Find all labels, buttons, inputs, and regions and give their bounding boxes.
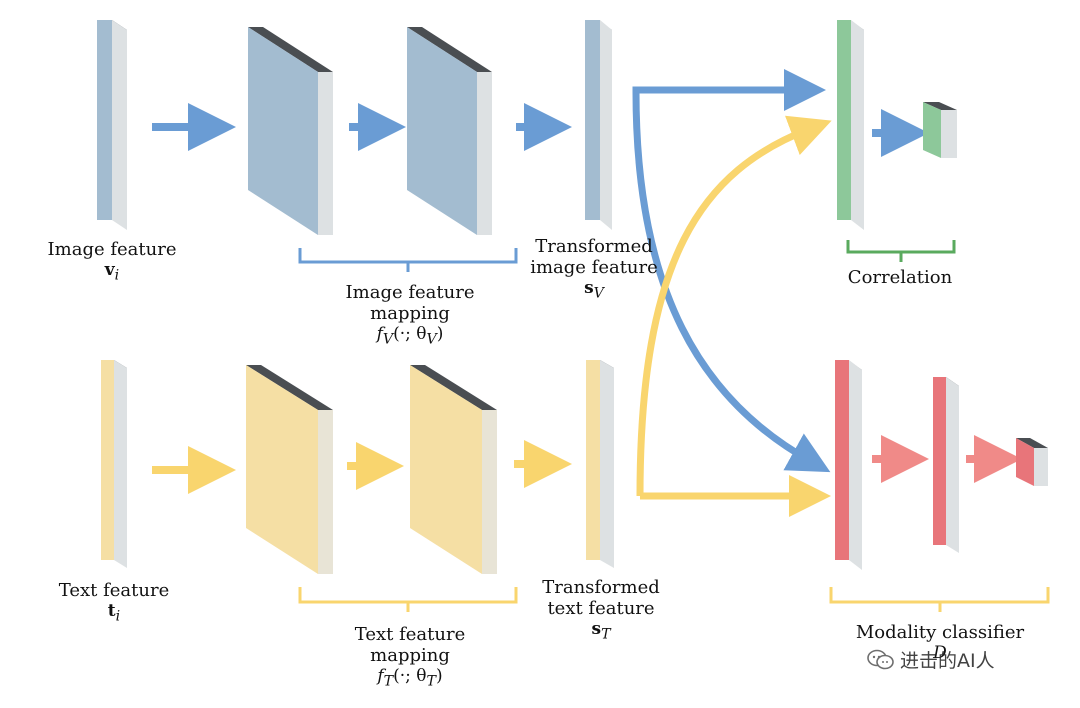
text-feature-text: Text feature bbox=[58, 580, 170, 601]
text-mapping-layer-1 bbox=[246, 365, 333, 574]
watermark-text: 进击的AI人 bbox=[900, 650, 995, 672]
text-feature-label: Text feature ti bbox=[34, 580, 194, 627]
text-mapping-function: fT(·; θT) bbox=[377, 666, 443, 690]
image-mapping-function: fV(·; θV) bbox=[376, 324, 444, 348]
image-mapping-layer-2 bbox=[407, 27, 492, 235]
modality-classifier-text: Modality classifier bbox=[855, 622, 1025, 643]
image-mapping-line2: mapping bbox=[370, 303, 450, 324]
image-feature-label: Image feature vi bbox=[32, 239, 192, 286]
image-mapping-label: Image feature mapping fV(·; θV) bbox=[330, 282, 490, 350]
transformed-image-label: Transformed image feature sV bbox=[522, 236, 666, 304]
chat-bubbles-icon bbox=[867, 649, 894, 669]
image-mapping-brace bbox=[298, 248, 518, 272]
correlation-label: Correlation bbox=[847, 267, 953, 288]
transformed-image-vector bbox=[585, 20, 612, 230]
classifier-input-layer bbox=[835, 360, 862, 570]
text-mapping-line2: mapping bbox=[370, 645, 450, 666]
yellow-arrow-st-to-correlation bbox=[636, 115, 832, 497]
text-mapping-line1: Text feature bbox=[354, 624, 466, 645]
text-feature-symbol: ti bbox=[107, 601, 121, 625]
text-mapping-brace bbox=[298, 587, 518, 612]
transformed-image-line1: Transformed bbox=[535, 236, 653, 257]
image-feature-symbol: vi bbox=[104, 260, 120, 284]
image-feature-vector bbox=[97, 20, 127, 230]
classifier-hidden-layer bbox=[933, 377, 959, 553]
modality-classifier-symbol: D bbox=[933, 643, 947, 663]
correlation-score-cube bbox=[923, 102, 957, 158]
transformed-image-symbol: sV bbox=[584, 278, 604, 302]
text-mapping-label: Text feature mapping fT(·; θT) bbox=[330, 624, 490, 692]
text-feature-vector bbox=[101, 360, 127, 568]
transformed-text-line1: Transformed bbox=[542, 577, 660, 598]
correlation-brace bbox=[846, 240, 956, 262]
transformed-text-vector bbox=[586, 360, 614, 568]
classifier-output-cube bbox=[1016, 438, 1048, 486]
watermark: 进击的AI人 bbox=[866, 646, 995, 673]
image-mapping-layer-1 bbox=[248, 27, 333, 235]
image-feature-text: Image feature bbox=[47, 239, 177, 260]
modality-classifier-label: Modality classifier D bbox=[840, 622, 1040, 664]
transformed-text-symbol: sT bbox=[591, 619, 611, 643]
classifier-brace bbox=[829, 587, 1050, 612]
transformed-text-label: Transformed text feature sT bbox=[530, 577, 672, 645]
transformed-text-line2: text feature bbox=[547, 598, 655, 619]
text-mapping-layer-2 bbox=[410, 365, 497, 574]
image-mapping-line1: Image feature bbox=[345, 282, 475, 303]
blue-arrow-sv-to-correlation bbox=[632, 69, 826, 111]
transformed-image-line2: image feature bbox=[530, 257, 658, 278]
blue-arrow-sv-to-classifier bbox=[632, 91, 831, 473]
correlation-vector bbox=[837, 20, 864, 230]
